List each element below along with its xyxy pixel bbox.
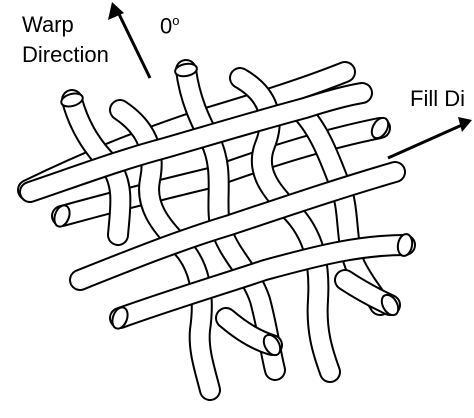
angle-value: 0	[160, 13, 173, 39]
angle-label: 0o	[160, 14, 179, 37]
warp-direction-arrow-icon	[108, 2, 152, 79]
yarn-end-cap	[396, 233, 414, 257]
fill-yarn-front	[109, 234, 416, 329]
yarn-end-cap	[380, 293, 400, 317]
fill-yarn-front	[69, 161, 406, 291]
yarn-end-cap	[370, 116, 390, 140]
warp-label-line2: Direction	[22, 42, 109, 67]
warp-label-line1: Warp	[22, 12, 74, 37]
yarn-end-cap	[53, 204, 71, 228]
yarn-end-cap	[111, 306, 129, 330]
angle-unit: o	[172, 13, 180, 28]
fill-yarn-front	[19, 82, 373, 203]
yarn-end-cap	[262, 333, 282, 357]
yarn-end-cap	[174, 62, 198, 78]
fill-direction-label: Fill Di	[410, 86, 465, 111]
yarn-end-cap	[60, 92, 84, 108]
weave-yarns	[17, 59, 416, 401]
fill-direction-arrow-icon	[387, 117, 472, 160]
yarn-end-caps	[53, 62, 414, 357]
